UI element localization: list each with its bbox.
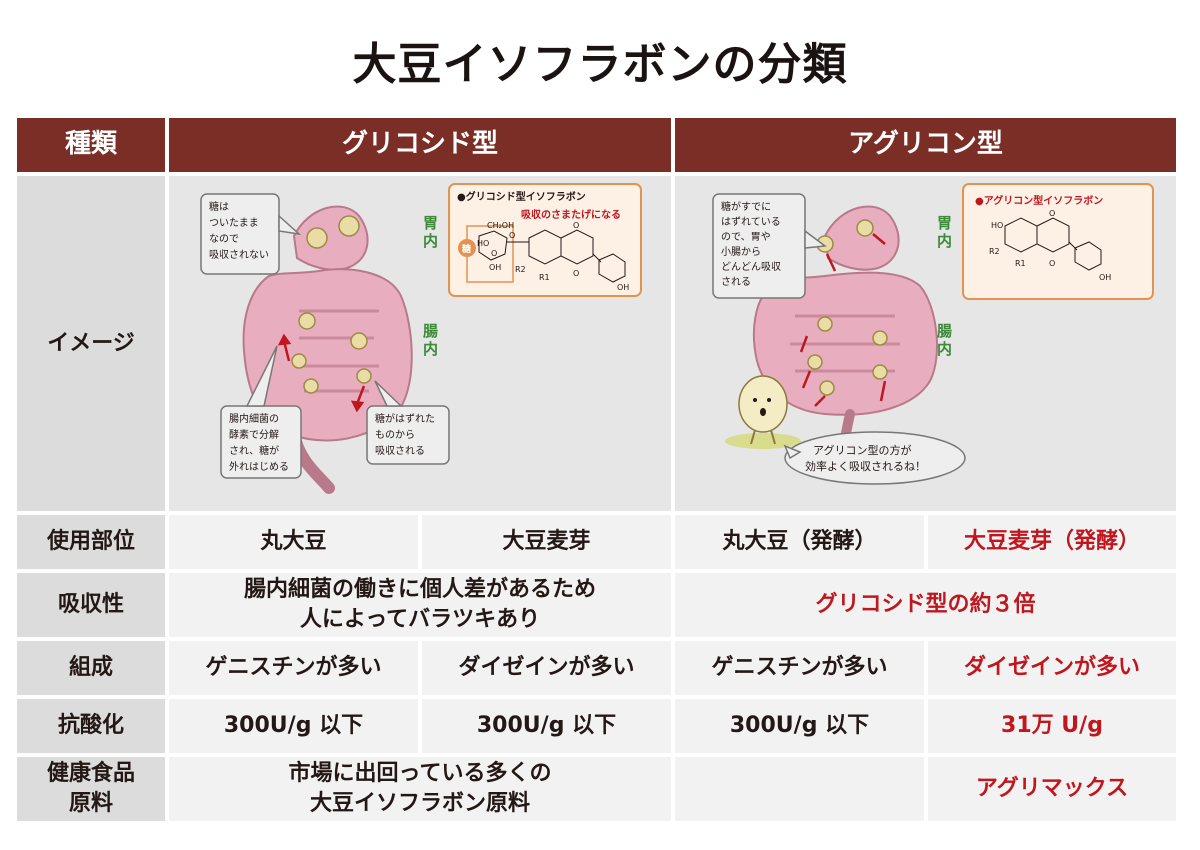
aglycone-illustration: 糖がすでに はずれている ので、胃や 小腸から どんどん吸収 される アグリコン…	[675, 176, 1176, 511]
glycoside-diagram: 糖は ついたまま なので 吸収されない 腸内細菌の 酵素で分解 され、糖が 外れ…	[200, 183, 642, 494]
bubble-right-line: 糖がはずれた	[375, 412, 435, 425]
chem-label: HO	[477, 239, 489, 248]
glycoside-illustration: 糖は ついたまま なので 吸収されない 腸内細菌の 酵素で分解 され、糖が 外れ…	[169, 176, 671, 511]
compose-aglycone-1: ゲニスチンが多い	[675, 641, 924, 695]
stomach-label: 内	[423, 232, 438, 250]
intestine-label: 腸	[937, 322, 952, 340]
chem-label: R2	[515, 265, 526, 274]
bubble-top-line: 糖がすでに	[721, 200, 771, 213]
antiox-aglycone-2: 31万 U/g	[928, 699, 1176, 753]
intestine-label: 腸	[423, 322, 438, 340]
intestine-label: 内	[423, 340, 438, 358]
chem-label: O	[573, 221, 579, 230]
bubble-left-line: 外れはじめる	[229, 461, 289, 473]
part-glycoside-1: 丸大豆	[169, 515, 418, 569]
health-glycoside: 市場に出回っている多くの 大豆イソフラボン原料	[169, 757, 671, 821]
bubble-left-line: 酵素で分解	[229, 428, 279, 441]
row-label-health: 健康食品 原料	[17, 757, 165, 821]
bubble-right-line: 吸収される	[375, 445, 425, 457]
bubble-top-line: 糖は	[209, 200, 229, 213]
box-title: ●グリコシド型イソフラボン	[457, 190, 586, 203]
absorb-glycoside-line2: 人によってバラツキあり	[299, 607, 541, 632]
health-aglycone-empty	[675, 757, 924, 821]
box-note: 吸収のさまたげになる	[521, 208, 621, 221]
chem-label: R2	[989, 247, 1000, 256]
chem-label: OH	[1099, 273, 1111, 282]
chem-label: OH	[617, 283, 629, 292]
bubble-top-line: はずれている	[721, 216, 781, 228]
chem-label: O	[573, 269, 579, 278]
absorb-aglycone: グリコシド型の約３倍	[675, 573, 1176, 637]
chem-label: O	[509, 231, 515, 240]
intestine-label: 内	[937, 340, 952, 358]
bubble-left-line: 腸内細菌の	[229, 412, 279, 425]
sugar-mark: 糖	[462, 243, 471, 255]
health-glycoside-line1: 市場に出回っている多くの	[288, 761, 552, 787]
row-label-absorb: 吸収性	[17, 573, 165, 637]
chem-label: R1	[1015, 259, 1026, 268]
row-label-part: 使用部位	[17, 515, 165, 569]
compose-glycoside-1: ゲニスチンが多い	[169, 641, 418, 695]
row-label-health-line1: 健康食品	[46, 761, 135, 787]
row-label-health-line2: 原料	[68, 791, 113, 816]
chem-label: OH	[489, 263, 501, 272]
bubble-top-line: なので	[209, 233, 239, 245]
box-title: ●アグリコン型イソフラボン	[975, 194, 1103, 207]
row-label-image: イメージ	[17, 176, 165, 511]
absorb-glycoside-line1: 腸内細菌の働きに個人差があるため	[243, 577, 596, 603]
bubble-top-line: される	[721, 276, 751, 288]
chem-label: R1	[539, 273, 550, 282]
compose-glycoside-2: ダイゼインが多い	[422, 641, 671, 695]
chem-label: O	[1049, 259, 1055, 268]
bubble-top-line: ついたまま	[209, 217, 259, 229]
header-glycoside: グリコシド型	[169, 118, 671, 172]
stomach-label: 内	[937, 232, 952, 250]
chem-label: O	[491, 249, 497, 258]
antiox-glycoside-1: 300U/g 以下	[169, 699, 418, 753]
part-aglycone-1: 丸大豆（発酵）	[675, 515, 924, 569]
health-glycoside-line2: 大豆イソフラボン原料	[309, 791, 530, 816]
page-title: 大豆イソフラボンの分類	[352, 39, 848, 90]
health-aglycone: アグリマックス	[928, 757, 1176, 821]
aglycone-diagram: 糖がすでに はずれている ので、胃や 小腸から どんどん吸収 される アグリコン…	[712, 183, 1154, 485]
header-type: 種類	[17, 118, 165, 172]
bubble-top-line: 吸収されない	[209, 249, 269, 261]
bubble-bottom-line: アグリコン型の方が	[813, 443, 911, 457]
chem-label: HO	[991, 221, 1003, 230]
row-label-antiox: 抗酸化	[17, 699, 165, 753]
bubble-top-line: ので、胃や	[721, 231, 771, 243]
chem-label: O	[1049, 209, 1055, 218]
bubble-bottom-line: 効率よく吸収されるね！	[805, 459, 926, 473]
chem-label: CH₂OH	[487, 221, 514, 230]
antiox-aglycone-1: 300U/g 以下	[675, 699, 924, 753]
antiox-glycoside-2: 300U/g 以下	[422, 699, 671, 753]
row-label-compose: 組成	[17, 641, 165, 695]
bubble-top-line: 小腸から	[721, 246, 761, 258]
part-glycoside-2: 大豆麦芽	[422, 515, 671, 569]
stomach-label: 胃	[423, 214, 438, 232]
header-aglycone: アグリコン型	[675, 118, 1176, 172]
stomach-label: 胃	[937, 214, 952, 232]
part-aglycone-2: 大豆麦芽（発酵）	[928, 515, 1176, 569]
bubble-left-line: され、糖が	[229, 444, 279, 457]
compose-aglycone-2: ダイゼインが多い	[928, 641, 1176, 695]
bubble-right-line: ものから	[375, 429, 415, 441]
bubble-top-line: どんどん吸収	[721, 261, 781, 273]
absorb-glycoside: 腸内細菌の働きに個人差があるため 人によってバラツキあり	[169, 573, 671, 637]
